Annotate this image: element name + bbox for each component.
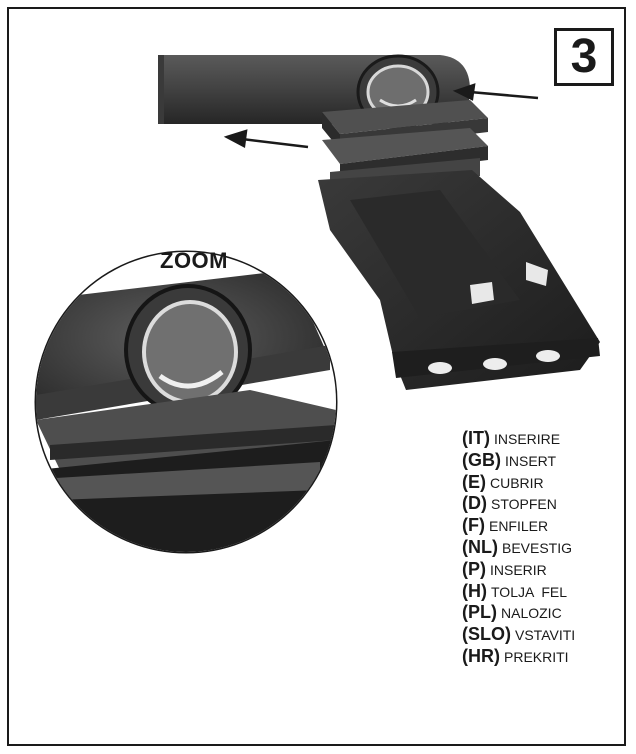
lang-code: (NL) <box>462 536 498 557</box>
instruction-row-gb: (GB)INSERT <box>462 450 575 472</box>
zoom-label: ZOOM <box>160 248 228 273</box>
instruction-text: BEVESTIG <box>501 539 573 556</box>
instruction-list: (IT)INSERIRE (GB)INSERT (E)CUBRIR (D)STO… <box>462 428 575 668</box>
instruction-row-nl: (NL)BEVESTIG <box>462 537 575 559</box>
foot-bracket <box>318 170 600 390</box>
lang-code: (E) <box>462 471 486 492</box>
instruction-text: NALOZIC <box>501 605 562 622</box>
lang-code: (F) <box>462 515 485 536</box>
instruction-row-pl: (PL)NALOZIC <box>462 602 575 624</box>
instruction-row-e: (E)CUBRIR <box>462 472 575 494</box>
instruction-text: INSERIRE <box>493 431 561 447</box>
lang-code: (H) <box>462 580 487 601</box>
instruction-text: ENFILER <box>488 518 549 535</box>
lang-code: (PL) <box>462 602 497 623</box>
instruction-row-h: (H)TOLJA FEL <box>462 581 575 603</box>
instruction-row-slo: (SLO)VSTAVITI <box>462 624 575 646</box>
instruction-text: PREKRITI <box>504 648 569 665</box>
instruction-row-d: (D)STOPFEN <box>462 493 575 515</box>
instruction-text: INSERIR <box>490 561 547 578</box>
lang-code: (GB) <box>462 449 501 470</box>
lang-code: (P) <box>462 558 486 579</box>
instruction-text: TOLJA FEL <box>491 583 567 600</box>
instruction-row-hr: (HR)PREKRITI <box>462 646 575 668</box>
zoom-circle <box>34 250 338 554</box>
instruction-text: INSERT <box>505 452 557 469</box>
step-number-box: 3 <box>554 28 614 86</box>
lang-code: (IT) <box>462 428 490 448</box>
step-number: 3 <box>570 30 598 83</box>
instruction-row-p: (P)INSERIR <box>462 559 575 581</box>
lang-code: (HR) <box>462 645 500 666</box>
instruction-row-f: (F)ENFILER <box>462 515 575 537</box>
instruction-row-it: (IT)INSERIRE <box>462 428 575 450</box>
instruction-text: STOPFEN <box>491 496 557 513</box>
instruction-text: CUBRIR <box>490 474 544 491</box>
insert-arrow-left <box>223 129 309 149</box>
lang-code: (SLO) <box>462 624 511 645</box>
insert-arrow-right <box>452 83 539 101</box>
lang-code: (D) <box>462 493 487 514</box>
instruction-text: VSTAVITI <box>515 627 576 644</box>
